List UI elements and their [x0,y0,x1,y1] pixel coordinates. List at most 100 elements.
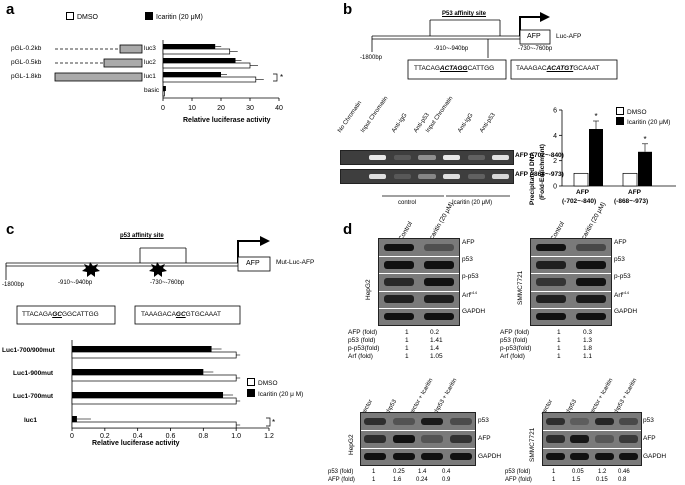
quant-value: 0.05 [572,469,584,475]
blot-band [392,452,415,461]
blot-divider [543,430,641,432]
quant-label: p53 (fold) [505,469,531,475]
cell-label-smmc: SMMC7721 [529,427,536,462]
row-label-d: Arfp14 [614,290,629,300]
mutation-star-icon [82,262,100,277]
blot-hepg2-top [378,238,460,326]
tick-label-a: 30 [246,105,254,112]
blot-band [392,417,415,426]
cat-label-b: (-868~-973) [614,198,649,205]
gel-row-label: AFP (-702~-840) [515,152,564,159]
quant-value: 0.4 [442,469,451,475]
reporter-c: Mut-Luc-AFP [276,259,315,266]
row-label-d: p53 [462,256,473,263]
cat-label-b: AFP [628,189,641,196]
row-label-d: AFP [478,435,491,442]
gel-band [369,173,387,180]
tick-label-b: 6 [553,108,557,115]
blot-divider [361,430,475,432]
region2-b: -730~-760bp [518,46,553,52]
tick-label-c: 0.8 [198,433,208,440]
construct-label: pGL-0.2kb [11,45,42,52]
row-label-c: Luc1-700/900mut [2,347,55,354]
quant-value: 1 [557,345,561,352]
blot-band [570,452,590,461]
gel-band [492,154,510,161]
gel-band [418,173,436,180]
blot-band [383,261,415,269]
x-axis-label-c: Relative luciferase activity [92,440,180,447]
tick-label-c: 1.2 [264,433,274,440]
gel-band [467,154,485,161]
quant-value: 1.2 [598,469,607,475]
quant-label: AFP (fold) [348,329,378,336]
quant-value: 1.41 [430,337,443,344]
tick-label-c: 0 [70,433,74,440]
quant-value: 1 [552,477,556,483]
luc-label: luc1 [144,73,156,80]
blot-hepg2-bottom [360,412,476,466]
quant-value: 0.46 [618,469,630,475]
blot-smmc-bottom [542,412,642,466]
mutation-star-icon [149,262,167,277]
legend-dmso-b: DMSO [616,107,647,117]
row-label-d: Arfp14 [462,290,477,300]
blot-band [570,435,590,443]
tick-label-b: 0 [553,184,557,191]
quant-label: p53 (fold) [328,469,354,475]
quant-label: AFP (fold) [328,477,355,483]
blot-band [545,435,565,443]
construct-label: pGL-0.5kb [11,59,42,66]
blot-band [594,417,614,426]
row-label-c: Luc1-900mut [13,370,54,377]
blot-band [619,417,639,426]
bar-dmso [71,374,237,382]
blot-band [449,452,472,461]
tick-label-b: 4 [553,133,557,140]
significance-star: * [594,112,597,121]
blot-band [575,278,607,286]
blot-band [570,417,590,426]
blot-band [421,452,444,461]
panel-c-schematic [5,236,271,325]
blot-band [619,452,639,461]
region1-c: -910~-940bp [58,280,93,286]
quant-label: Arf (fold) [500,353,525,360]
quant-value: 0.8 [618,477,627,483]
gel-band [442,173,461,180]
gel-band [442,154,461,161]
quant-value: 0.2 [430,329,440,336]
region2-c: -730~-760bp [150,280,185,286]
quant-value: 1 [552,469,556,475]
gel-row-label: AFP (-868~-973) [515,171,564,178]
row-label-c: Luc1-700mut [13,393,54,400]
quant-value: 1 [372,477,376,483]
blot-band [423,261,455,269]
legend-icaritin-b: Icaritin (20 μM) [616,117,670,127]
gene-box-c: AFP [246,260,260,267]
panel-label-b: b [343,1,353,18]
gel-band [393,173,412,180]
region1-b: -910~-940bp [434,46,469,52]
quant-value: 1.4 [430,345,440,352]
gene-box-b: AFP [527,33,541,40]
x-axis-label-a: Relative luciferase activity [183,117,271,124]
blot-band [364,417,387,426]
row-label-d: AFP [462,239,475,246]
bar-dmso [71,351,237,359]
quant-value: 1 [405,337,409,344]
blot-band [535,261,567,269]
bar-dmso [162,90,165,97]
bar-icaritin [72,369,204,375]
quant-value: 0.15 [596,477,608,483]
blot-band [619,435,639,443]
luc-label: basic [144,87,160,94]
blot-band [383,243,415,252]
blot-band [575,243,607,252]
quant-value: 0.3 [583,329,593,336]
blot-band [449,417,472,426]
blot-divider [543,447,641,449]
quant-value: 1.1 [583,353,593,360]
